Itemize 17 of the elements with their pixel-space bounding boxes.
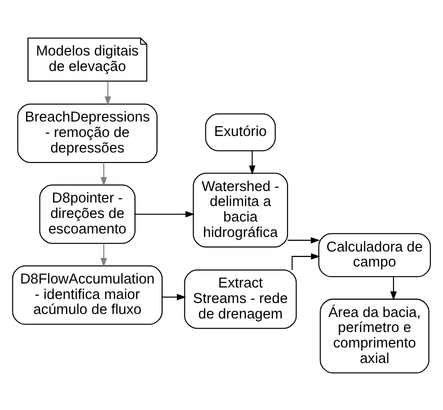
node-box: Área da bacia, perímetro e comprimento axial — [320, 298, 430, 373]
node-box: Calculadora de campo — [318, 232, 431, 277]
arrow — [100, 162, 107, 186]
node-box: BreachDepressions - remoção de depressões — [17, 103, 158, 162]
arrow — [162, 293, 186, 300]
node-box: D8pointer - direções de escoamento — [39, 184, 136, 244]
arrow — [248, 150, 256, 174]
arrow — [390, 276, 397, 300]
node-box: Watershed - delimita a bacia hidrográfica — [192, 172, 288, 247]
node-box: Exutório — [205, 112, 276, 151]
arrow — [135, 210, 195, 217]
arrow — [288, 236, 320, 244]
node-box: D8FlowAccumulation - identifica maior acúmulo de fluxo — [12, 264, 163, 324]
arrow — [100, 242, 107, 267]
arrow — [292, 252, 320, 270]
arrow — [104, 80, 112, 106]
node-box: Extract Streams - rede de drenagem — [184, 269, 297, 328]
